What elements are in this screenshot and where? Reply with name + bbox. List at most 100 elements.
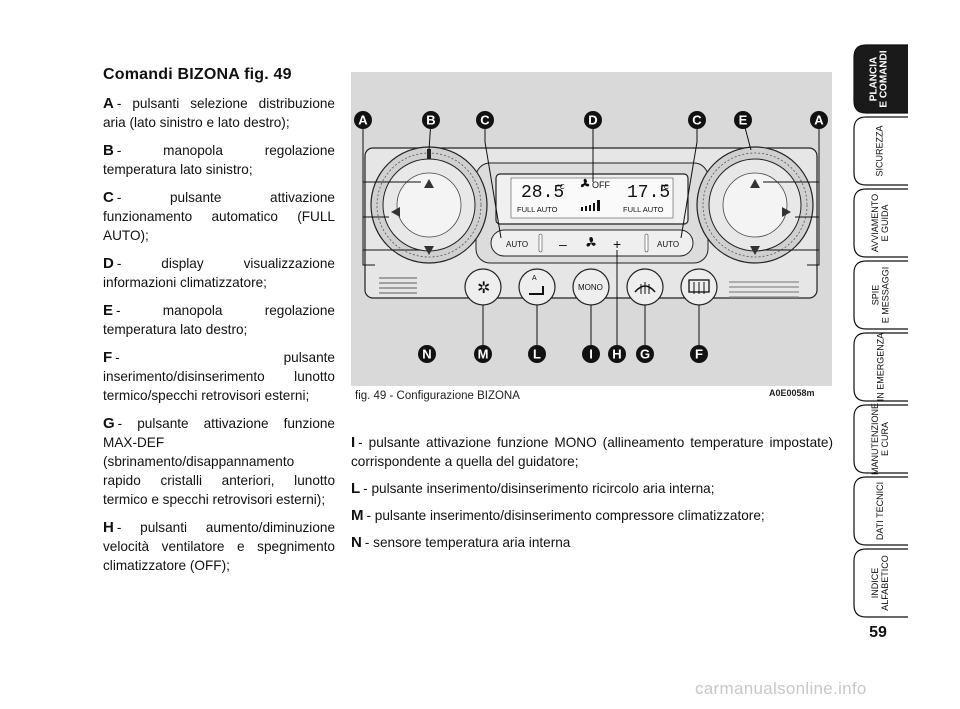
legend-text: - pulsante attivazione funzione MONO (al… xyxy=(351,435,833,469)
auto-left-button[interactable]: AUTO xyxy=(506,240,528,249)
callout-f: F xyxy=(690,345,708,363)
legend-item-b: B- manopola regolazione temperatura lato… xyxy=(103,141,335,179)
tab-label: SICUREZZA xyxy=(874,125,885,177)
chapter-tab-8[interactable]: INDICE ALFABETICO xyxy=(852,548,908,618)
recirculation-button[interactable]: A xyxy=(518,268,556,306)
tab-outline xyxy=(853,476,908,546)
max-def-button[interactable] xyxy=(626,268,664,306)
figure-caption: fig. 49 - Configurazione BIZONA xyxy=(355,390,520,402)
legend-text: - pulsante inserimento/disinserimento lu… xyxy=(103,350,335,403)
chapter-tab-4[interactable]: SPIE E MESSAGGI xyxy=(852,260,908,330)
display-left-temp: 28.5 xyxy=(521,183,564,203)
tab-outline xyxy=(853,260,908,330)
legend-letter: D xyxy=(103,255,114,272)
legend-item-g: G- pulsante attivazione funzione MAX-DEF… xyxy=(103,414,335,509)
callout-i: I xyxy=(582,345,600,363)
section-title: Comandi BIZONA fig. 49 xyxy=(103,66,292,83)
tab-label: MANUTENZIONE E CURA xyxy=(870,403,890,475)
callout-a: A xyxy=(810,111,828,129)
display-fan-status: OFF xyxy=(592,180,610,190)
right-vent-grille xyxy=(729,281,799,298)
left-vent-grille xyxy=(379,277,417,294)
tab-label: INDICE ALFABETICO xyxy=(870,555,890,611)
chapter-tab-6[interactable]: MANUTENZIONE E CURA xyxy=(852,403,908,475)
callout-c: C xyxy=(688,111,706,129)
legend-letter: B xyxy=(103,142,114,159)
legend-text: - sensore temperatura aria interna xyxy=(364,535,571,550)
left-temperature-knob[interactable] xyxy=(370,146,488,264)
callout-c: C xyxy=(476,111,494,129)
tab-outline xyxy=(853,332,908,402)
tab-label: AVVIAMENTO E GUIDA xyxy=(870,193,890,253)
chapter-tab-7[interactable]: DATI TECNICI xyxy=(852,476,908,546)
chapter-tabs: PLANCIA E COMANDI SICUREZZA AVVIAMENTO E G… xyxy=(852,44,908,664)
figure-49: 28.5 17.5 °C °C FULL AUTO FULL AUTO OFF … xyxy=(351,72,832,386)
legend-item-f: F- pulsante inserimento/disinserimento l… xyxy=(103,348,335,405)
callout-g: G xyxy=(636,345,654,363)
page-number: 59 xyxy=(869,624,887,641)
fan-decrease-button[interactable]: – xyxy=(559,236,567,252)
tab-label-wrap: DATI TECNICI xyxy=(852,476,908,546)
callout-a: A xyxy=(354,111,372,129)
svg-text:F: F xyxy=(695,347,703,362)
callout-h: H xyxy=(608,345,626,363)
svg-text:H: H xyxy=(612,347,621,362)
legend-text: - pulsante attivazione funzionamento aut… xyxy=(103,190,335,243)
svg-text:G: G xyxy=(640,347,650,362)
right-column: I- pulsante attivazione funzione MONO (a… xyxy=(351,433,833,560)
tab-outline xyxy=(853,404,908,474)
legend-item-h: H- pulsanti aumento/diminuzione velocità… xyxy=(103,518,335,575)
tab-outline xyxy=(853,548,908,618)
ac-compressor-button[interactable]: ✲ xyxy=(464,268,502,306)
climate-panel-diagram: 28.5 17.5 °C °C FULL AUTO FULL AUTO OFF … xyxy=(354,111,828,363)
legend-letter: F xyxy=(103,349,113,366)
legend-text: - pulsante attivazione funzione MAX-DEF … xyxy=(103,416,335,507)
callout-m: M xyxy=(474,345,492,363)
legend-item-m: M- pulsante inserimento/disinserimento c… xyxy=(351,506,833,525)
display-right-mode: FULL AUTO xyxy=(623,205,664,214)
right-temperature-knob[interactable] xyxy=(696,146,814,264)
rear-defrost-button[interactable] xyxy=(680,268,718,306)
legend-item-d: D- display visualizzazione informazioni … xyxy=(103,254,335,292)
legend-text: - pulsanti selezione distribuzione aria … xyxy=(103,96,335,130)
auto-right-button[interactable]: AUTO xyxy=(657,240,679,249)
legend-letter: A xyxy=(103,95,114,112)
legend-letter: M xyxy=(351,507,364,524)
tab-outline xyxy=(853,116,908,186)
legend-item-i: I- pulsante attivazione funzione MONO (a… xyxy=(351,433,833,471)
svg-text:A: A xyxy=(814,113,824,128)
legend-text: - pulsante inserimento/disinserimento ri… xyxy=(363,481,715,496)
tab-label-wrap: AVVIAMENTO E GUIDA xyxy=(852,188,908,258)
chapter-tab-2[interactable]: SICUREZZA xyxy=(852,116,908,186)
svg-text:✲: ✲ xyxy=(477,280,490,297)
legend-letter: L xyxy=(351,480,361,497)
tab-label-wrap: SPIE E MESSAGGI xyxy=(852,260,908,330)
fan-increase-button[interactable]: + xyxy=(613,236,621,252)
svg-text:MONO: MONO xyxy=(578,283,603,292)
callout-n: N xyxy=(418,345,436,363)
legend-letter: N xyxy=(351,534,362,551)
callout-e: E xyxy=(734,111,752,129)
svg-text:A: A xyxy=(532,275,537,282)
svg-text:D: D xyxy=(588,113,597,128)
legend-letter: C xyxy=(103,189,114,206)
fan-speed-bars xyxy=(581,200,600,211)
svg-text:N: N xyxy=(422,347,431,362)
tab-label-wrap: PLANCIA E COMANDI xyxy=(852,44,908,114)
chapter-tab-1[interactable]: PLANCIA E COMANDI xyxy=(852,44,908,114)
svg-text:I: I xyxy=(589,347,593,362)
svg-text:M: M xyxy=(478,347,489,362)
legend-text: - manopola regolazione temperatura lato … xyxy=(103,143,335,177)
chapter-tab-5[interactable]: IN EMERGENZA xyxy=(852,332,908,402)
fan-icon xyxy=(580,178,590,188)
chapter-tab-3[interactable]: AVVIAMENTO E GUIDA xyxy=(852,188,908,258)
tab-outline xyxy=(853,44,908,114)
tab-label: PLANCIA E COMANDI xyxy=(869,50,891,108)
callout-d: D xyxy=(584,111,602,129)
left-column: Comandi BIZONA fig. 49 A- pulsanti selez… xyxy=(103,66,335,584)
legend-item-c: C- pulsante attivazione funzionamento au… xyxy=(103,188,335,245)
tab-label-wrap: INDICE ALFABETICO xyxy=(852,548,908,618)
mono-button[interactable]: MONO xyxy=(572,268,610,306)
